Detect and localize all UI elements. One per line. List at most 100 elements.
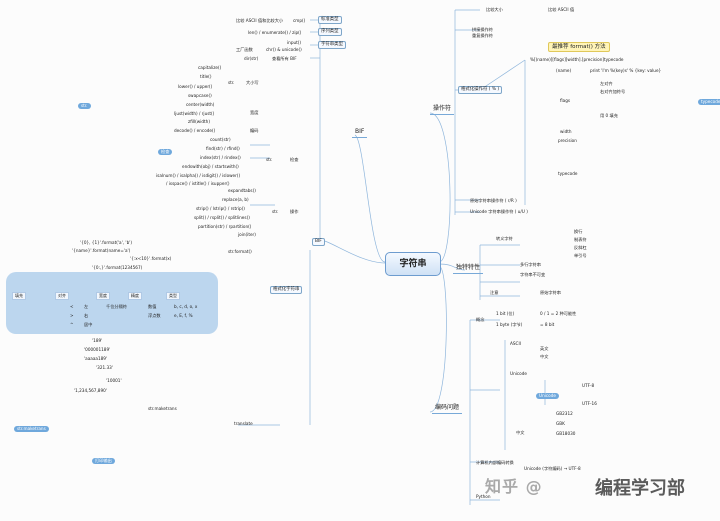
branch-features[interactable]: 独特特性 <box>453 263 484 274</box>
split-label: split() / rsplit() / splitlines() <box>194 215 250 220</box>
str-type-node[interactable]: 字符串类型 <box>318 41 346 49</box>
format-row-2-align: 居中 <box>84 322 93 327</box>
decode-label: decode() / encode() <box>174 128 216 133</box>
format-table-cloud <box>6 272 218 334</box>
format-example-3: '{:x<10}'.format(x) <box>130 256 172 261</box>
compare-label: 比较大小 <box>486 7 503 12</box>
backslash-label: 反斜杠 <box>574 245 587 250</box>
branch-bif[interactable]: BIF <box>352 127 368 138</box>
chr-label: chr() & unicode() <box>266 47 302 52</box>
replace-label: replace(a, b) <box>222 197 249 202</box>
format-row-0-width: 千位分隔符 <box>106 304 127 309</box>
center-node[interactable]: 字符串 <box>385 252 441 276</box>
format-sample-3: 'aaaaa189' <box>84 356 108 361</box>
repeat-label: 重复操作符 <box>472 33 493 38</box>
partition-label: partition(str) / rpartition() <box>198 224 252 229</box>
center-label: center(width) <box>186 102 215 107</box>
watermark-brand: 编程学习部 <box>595 478 685 499</box>
concat-label: 拼接操作符 <box>472 27 493 32</box>
maketrans-label: str.maketrans <box>148 406 177 411</box>
input-label: input() <box>287 40 302 45</box>
note-bubble-case[interactable]: str. <box>78 103 91 109</box>
strip-label: strip() / lstrip() / rstrip() <box>196 206 245 211</box>
translate-label: translate <box>234 421 253 426</box>
isalnum-label: isalnum() / isalpha() / isdigit() / islo… <box>156 173 241 178</box>
format-header-precision: 精度 <box>128 292 142 300</box>
seq-type-node[interactable]: 序列类型 <box>318 28 342 36</box>
format-example-2: '{name}'.format(name='a') <box>72 248 131 253</box>
note-label: 注意 <box>490 290 499 295</box>
capitalize-label: capitalize() <box>198 65 222 70</box>
utf8-label: UTF-8 <box>582 383 595 388</box>
byte-note: = 8 bit <box>540 322 555 327</box>
std-type-node[interactable]: 标准类型 <box>318 16 342 24</box>
english-label: 英文 <box>540 346 549 351</box>
title-label: title() <box>200 74 212 79</box>
format-header-type: 类型 <box>166 292 180 300</box>
endswith-label: endswith(obj) / startswith() <box>182 164 239 169</box>
utf16-label: UTF-16 <box>582 401 597 406</box>
quote-label: 单引号 <box>574 253 587 258</box>
width-label: 宽度 <box>250 110 259 115</box>
format-op-node[interactable]: 格式化操作符 ( % ) <box>458 86 503 94</box>
multiline-label: 多行字符串 <box>520 262 541 267</box>
format-row-0-align: 左 <box>84 304 89 309</box>
format-example-1: '{0}, {1}'.format('a', 'b') <box>80 240 133 245</box>
name-field: (name) <box>556 68 572 73</box>
format-sample-2: '000001189' <box>84 347 111 352</box>
format-header-width: 宽度 <box>96 292 110 300</box>
link-bif <box>354 134 386 263</box>
gb-label: 中文 <box>516 430 525 435</box>
unicode-op-label: Unicode 字符串操作符 ( u/U ) <box>470 209 528 214</box>
branch-encoding[interactable]: 编码问题 <box>432 403 463 414</box>
raw-op-label: 原始字符串操作符 ( r/R ) <box>470 198 517 203</box>
operate-label: 操作 <box>290 209 299 214</box>
join-label: join(iter) <box>238 232 256 237</box>
note-bubble-check[interactable]: 检查 <box>158 149 173 155</box>
format-sample-5: '10001' <box>106 378 122 383</box>
print-bubble[interactable]: 打印输出 <box>92 458 115 464</box>
str-bif-node[interactable]: BIF <box>312 238 325 246</box>
format-row-1-type: e, E, f, % <box>174 313 193 318</box>
gb2312-label: GB2312 <box>556 411 573 416</box>
link-features <box>438 263 466 271</box>
translate-bubble[interactable]: str.maketrans <box>14 426 49 432</box>
branch-operators[interactable]: 操作符 <box>430 104 455 115</box>
dir-note: 查看所有 BIF <box>272 56 297 61</box>
codec-label: 编码 <box>250 128 259 133</box>
swapcase-label: swapcase() <box>188 93 212 98</box>
watermark-zhihu: 知乎 @ <box>485 477 543 496</box>
dir-label: dir(str) <box>244 56 259 61</box>
format-row-0-fill: < <box>70 304 74 309</box>
format-row-1-align: 右 <box>84 313 89 318</box>
side-note-bubble[interactable]: typecode <box>698 99 720 105</box>
bit-note: 0 / 1 = 2 种可能性 <box>540 311 577 316</box>
size-label: 大小写 <box>246 80 259 85</box>
len-label: len() / enumerate() / zip() <box>248 30 302 35</box>
format-row-0-precision: 数值 <box>148 304 157 309</box>
link-encoding <box>429 265 447 413</box>
format-string-node[interactable]: 格式化字符串 <box>270 286 303 294</box>
bit-label: 1 bit (位) <box>496 311 515 316</box>
format-row-1-fill: > <box>70 313 74 318</box>
unicode-bubble[interactable]: Unicode <box>536 393 559 399</box>
lower-label: lower() / upper() <box>178 84 213 89</box>
format-row-1-precision: 浮点数 <box>148 313 161 318</box>
count-label: count(str) <box>210 137 231 142</box>
index-label: index(str) / rindex() <box>200 155 241 160</box>
precision-field: precision <box>558 138 577 143</box>
unicode-convert-label: Unicode (字符编码) → UTF-8 <box>524 466 581 471</box>
format-row-0-type: b, c, d, o, x <box>174 304 198 309</box>
format-sample-6: '1,234,567,890' <box>74 388 107 393</box>
typecode-field: typecode <box>558 171 578 176</box>
format-method: str.format() <box>228 249 252 254</box>
tab-label: 制表符 <box>574 237 587 242</box>
gbk-label: GBK <box>556 421 565 426</box>
str-check-prefix: str. <box>266 157 273 162</box>
newline-label: 换行 <box>574 229 583 234</box>
str-op-prefix: str. <box>272 209 279 214</box>
recommend-format[interactable]: 最推荐 format() 方法 <box>548 42 610 52</box>
ascii-compare-label: 比较 ASCII 值 <box>548 7 575 12</box>
